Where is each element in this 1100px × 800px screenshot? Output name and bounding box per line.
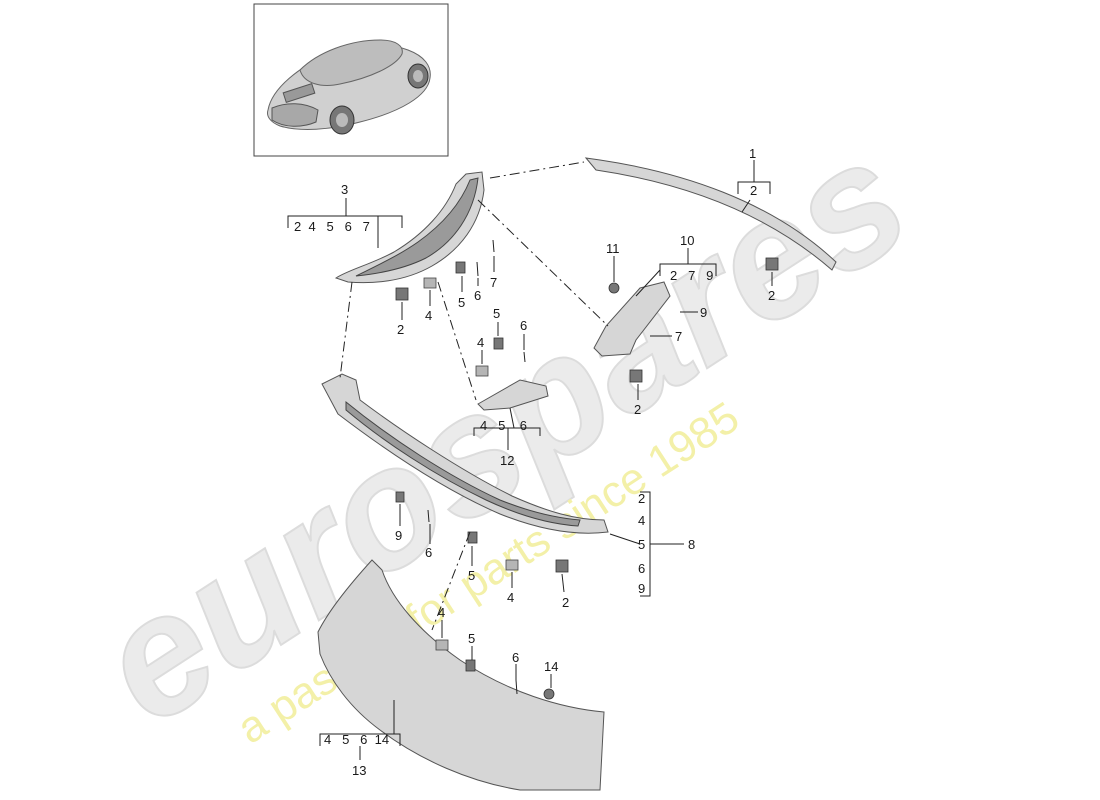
- callout-5c: 5: [468, 568, 475, 583]
- callout-5d: 5: [468, 631, 475, 646]
- callout-14: 14: [544, 659, 558, 674]
- callout-12: 12: [500, 453, 514, 468]
- callout-4b: 4: [477, 335, 484, 350]
- part-a-pillar-trim: [334, 171, 485, 284]
- screw-7a: [492, 239, 495, 253]
- clip-2d: [555, 559, 569, 573]
- callout-4a: 4: [425, 308, 432, 323]
- part-b-pillar-trim: [593, 281, 671, 357]
- clip-2b: [395, 287, 409, 301]
- clip-5d: [465, 659, 476, 672]
- callout-6c: 6: [425, 545, 432, 560]
- screw-6b: [523, 351, 526, 363]
- small-parts: [395, 239, 779, 700]
- callout-labels: 1 2 2 3 2 4 5 6 7 2 4 5 6 7 11 10 2 7 9 …: [294, 146, 775, 778]
- callout-8-sub-5: 5: [638, 537, 645, 552]
- callout-12-sub: 4 5 6: [480, 418, 527, 433]
- callout-6a: 6: [474, 288, 481, 303]
- part-sill-trim: [321, 373, 609, 534]
- grommet-11: [608, 282, 620, 294]
- assembly-lines: [339, 161, 609, 631]
- callout-10: 10: [680, 233, 694, 248]
- screw-6a: [476, 261, 479, 277]
- callout-11: 11: [606, 241, 620, 256]
- callout-3-sub: 2 4 5 6 7: [294, 219, 370, 234]
- callout-5b: 5: [493, 306, 500, 321]
- callout-8-sub-9: 9: [638, 581, 645, 596]
- callout-4d: 4: [438, 605, 445, 620]
- part-roof-rail: [584, 157, 837, 271]
- callout-3: 3: [341, 182, 348, 197]
- callout-2d: 2: [562, 595, 569, 610]
- clip-5a: [455, 261, 466, 274]
- push-pin-14: [543, 688, 555, 700]
- clip-5b: [493, 337, 504, 350]
- callout-13: 13: [352, 763, 366, 778]
- clip-2c: [629, 369, 643, 383]
- pad-4c: [505, 559, 519, 571]
- screw-6d: [515, 679, 518, 695]
- callout-8: 8: [688, 537, 695, 552]
- callout-2a: 2: [768, 288, 775, 303]
- pad-4d: [435, 639, 449, 651]
- thumbnail: [253, 3, 449, 157]
- callout-1-sub: 2: [750, 183, 757, 198]
- callout-7b: 7: [675, 329, 682, 344]
- callout-6b: 6: [520, 318, 527, 333]
- pad-4a: [423, 277, 437, 289]
- callout-9a: 9: [700, 305, 707, 320]
- callout-8-sub-6: 6: [638, 561, 645, 576]
- callout-13-sub: 4 5 6 14: [324, 732, 389, 747]
- clip-2a: [765, 257, 779, 271]
- callout-4c: 4: [507, 590, 514, 605]
- screw-6c: [427, 509, 430, 523]
- part-bracket: [477, 379, 549, 411]
- callout-1: 1: [749, 146, 756, 161]
- part-a-pillar-inner: [355, 177, 479, 277]
- part-sill-inner: [345, 400, 581, 527]
- callout-8-sub-4: 4: [638, 513, 645, 528]
- callout-2b: 2: [397, 322, 404, 337]
- callout-6d: 6: [512, 650, 519, 665]
- callout-8-sub-2: 2: [638, 491, 645, 506]
- callout-5a: 5: [458, 295, 465, 310]
- car-rear-view-icon: [267, 39, 431, 135]
- callout-leaders: [287, 160, 773, 760]
- callout-7a: 7: [490, 275, 497, 290]
- pad-4b: [475, 365, 489, 377]
- clip-9a: [395, 491, 405, 503]
- callout-2c: 2: [634, 402, 641, 417]
- callout-9b: 9: [395, 528, 402, 543]
- callout-10-sub: 2 7 9: [670, 268, 713, 283]
